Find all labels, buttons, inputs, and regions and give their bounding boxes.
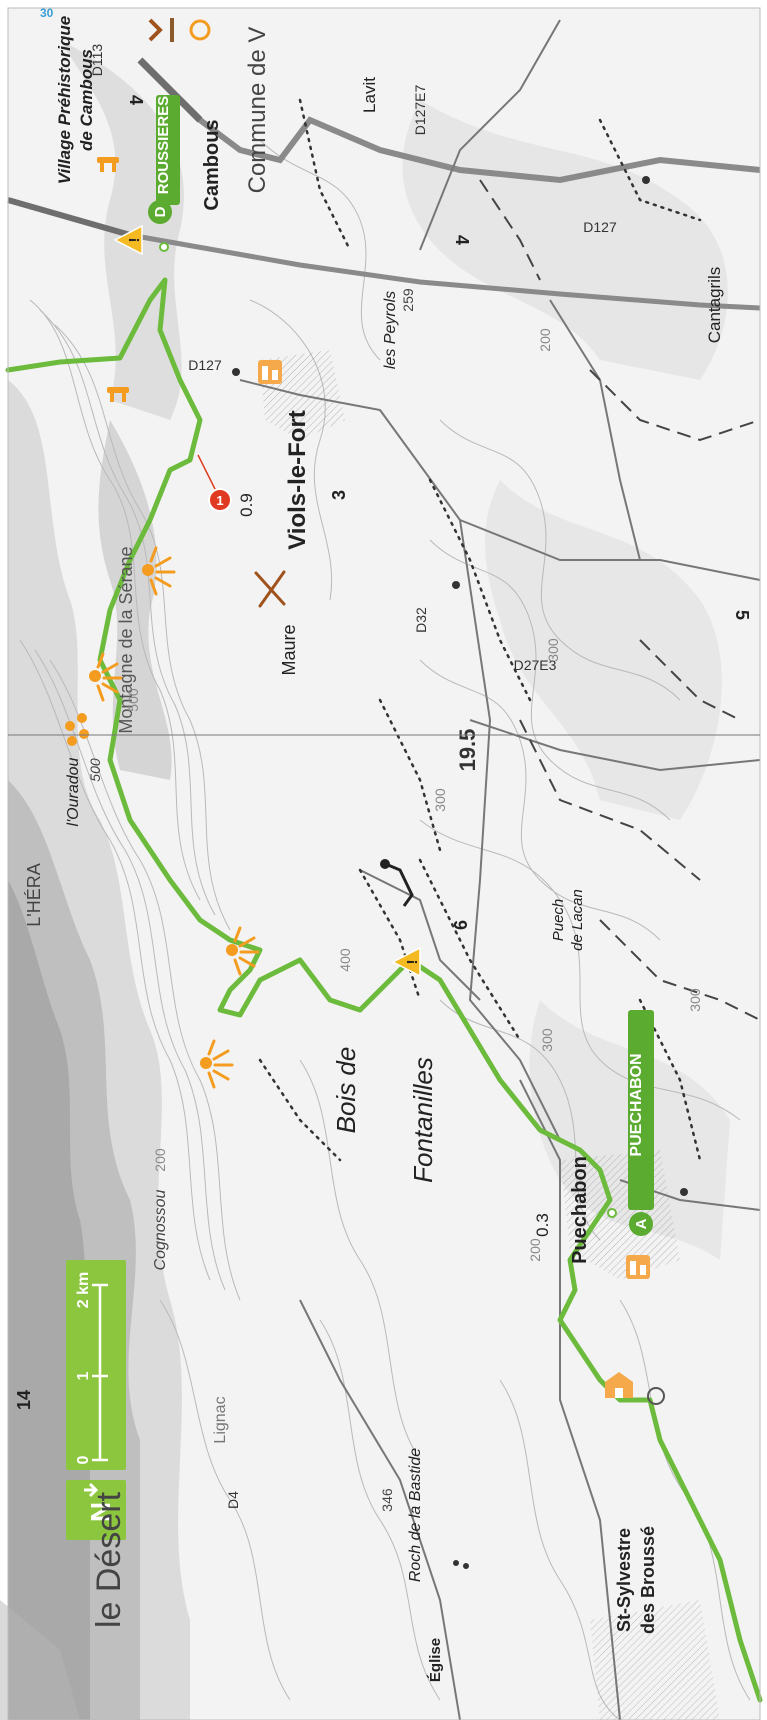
label-bois-de: Bois de [331,1047,361,1134]
route-marker-5: 5 [732,610,752,620]
label-ouradou: l'Ouradou [65,757,82,826]
warning-icon: ! [391,946,421,978]
end-waypoint-letter: D [152,206,169,217]
route-marker-4: 4 [126,95,146,105]
route-distance-segment-2: 0.3 [533,1213,552,1237]
page-number: 30 [40,6,54,20]
label-le-desert: le Désert [90,1491,128,1628]
end-label: ROUSSIERES [155,96,172,194]
hiking-route [5,277,763,1703]
label-st-sylvestre-1: St-Sylvestre [614,1528,634,1632]
contour-lines [19,139,751,1720]
label-montagne: Montagne de la Sérane [116,546,136,733]
picnic-icon [97,157,119,172]
label-cambous: Cambous [201,119,223,210]
village-icon [626,1255,650,1279]
label-maure: Maure [279,624,299,675]
label-cognossou: Cognossou [152,1189,169,1270]
label-puech-1: Puech [550,899,567,942]
north-arrow-icon [84,1482,99,1498]
contour-500: 500 [125,688,141,712]
picnic-icon [107,387,129,402]
start-label: PUECHABON [628,1053,645,1156]
village-icon [258,360,282,384]
secondary-roads [239,19,761,1720]
north-label: N [85,1502,116,1522]
svg-text:!: ! [126,238,143,243]
label-herault: L'HÉRA [24,863,44,926]
scale-bar: 0 1 2 km N [66,1260,126,1540]
label-puechabon: Puechabon [569,1156,591,1264]
viewpoint-icon [200,1039,234,1089]
road-d127e7: D127E7 [412,84,428,135]
commune-boundary [137,57,761,184]
road-d27e3: D27E3 [514,657,557,673]
svg-text:!: ! [404,960,421,965]
label-lignac: Lignac [212,1396,229,1443]
start-waypoint-letter: A [633,1218,650,1229]
label-de-cambous: de Cambous [77,49,96,151]
elev-346: 346 [379,1488,395,1512]
road-d127-a: D127 [188,357,222,373]
dotted-paths [258,98,702,1162]
route-marker-6: 6 [451,920,471,930]
start-label-bg [628,1010,654,1210]
label-village-prehistorique: Village Préhistorique [55,16,74,184]
road-d127-b: D127 [583,219,617,235]
contour-300-b: 300 [432,788,448,812]
viewpoint-icon [226,926,260,976]
route-distance-segment-1: 0.9 [237,493,256,517]
route-marker-14: 14 [14,1390,34,1410]
warning-icon: ! [113,224,143,256]
start-waypoint-circle [629,1212,653,1236]
label-viols-le-fort: Viols-le-Fort [284,410,311,550]
label-lavit: Lavit [360,77,379,113]
road-d32: D32 [413,607,429,633]
scale-tick-0: 0 [75,1455,92,1464]
elev-259: 259 [400,288,416,312]
label-roc-bastide: Roch de la Bastide [407,1448,424,1582]
route-marker-3: 3 [329,490,349,500]
viewpoint-icon [89,652,123,702]
route-marker-4b: 4 [452,235,472,245]
waypoint-1-marker [208,488,232,512]
contour-300-c: 300 [539,1028,555,1052]
scale-tick-1: 1 [75,1371,92,1380]
scale-tick-2: 2 km [75,1272,92,1308]
label-cantagrils: Cantagrils [705,267,724,344]
contour-200-c: 200 [537,328,553,352]
end-label-bg [156,95,180,205]
contour-200-a: 200 [152,1148,168,1172]
chapel-icon [605,1372,633,1398]
label-eglise: Église [427,1638,444,1682]
label-st-sylvestre-2: des Broussé [638,1526,658,1634]
viewpoint-icon [142,546,176,596]
label-fontanilles: Fontanilles [408,1057,438,1183]
village-st-sylvestre-area [590,1600,720,1720]
end-waypoint-circle [148,200,172,224]
waypoint-1-number: 1 [216,493,223,508]
church-icon [453,1560,459,1566]
restaurant-icon [254,570,286,608]
contour-200-b: 200 [527,1238,543,1262]
label-puech-2: de Lacan [569,889,586,951]
route-distance-total: 19.5 [455,729,480,772]
elev-500: 500 [87,758,103,782]
heritage-icon [148,18,211,42]
north-arrow-box [66,1480,126,1540]
contour-400: 400 [337,948,353,972]
road-d4: D4 [225,1491,241,1509]
label-les-peyrols: les Peyrols [382,291,399,369]
road-d113: D113 [89,44,105,77]
contour-300-d: 300 [687,988,703,1012]
rock-formation-icon [65,713,89,746]
dashed-tracks [479,179,761,1021]
contour-300-a: 300 [545,638,561,662]
label-commune: Commune de V [244,27,271,194]
